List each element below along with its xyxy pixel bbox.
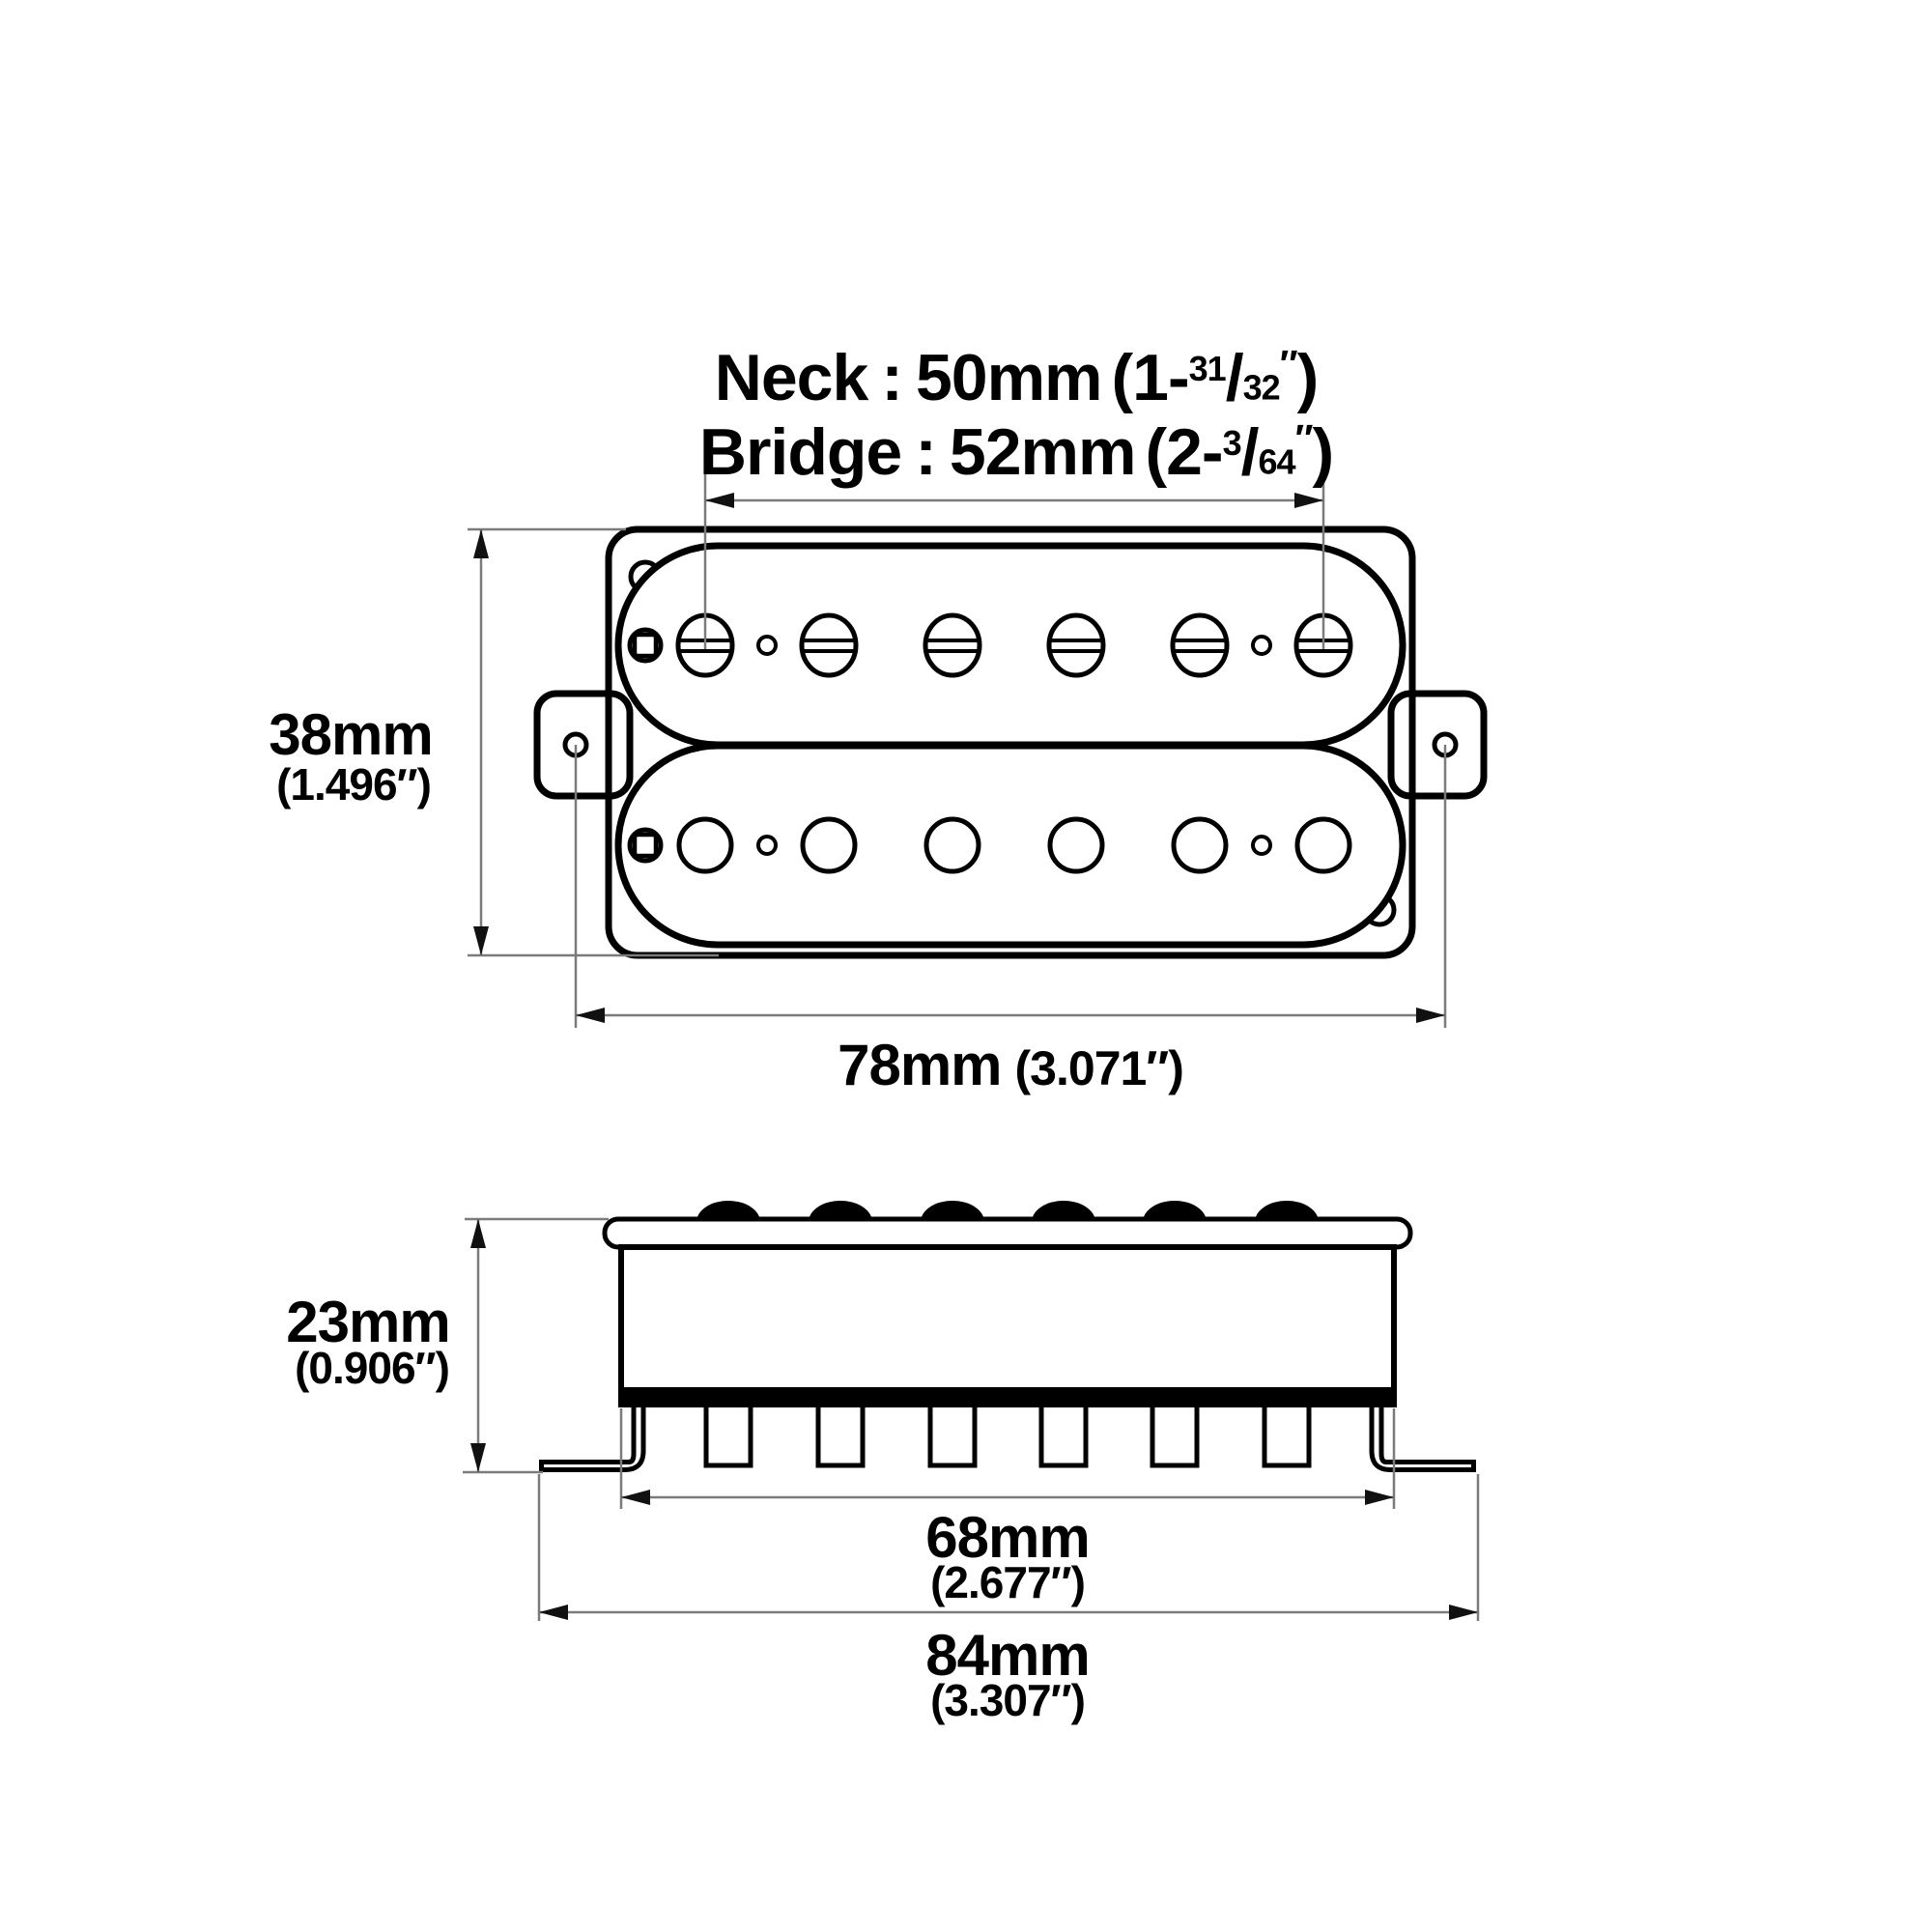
bridge-mm-value: 52mm (949, 415, 1137, 489)
neck-frac-slash: / (1225, 341, 1244, 414)
bridge-inch-mark: ″ (1294, 417, 1314, 461)
slug-pole-pieces (676, 816, 1352, 874)
coil-bobbin-bottom (614, 742, 1406, 949)
dim-38mm-label: 38mm (269, 702, 433, 767)
pickup-side-view (539, 1201, 1476, 1472)
mounting-flange-right (1369, 1399, 1476, 1472)
side-bobbin-body (618, 1244, 1397, 1393)
neck-label: Neck (714, 341, 869, 414)
bridge-frac-slash: / (1240, 415, 1260, 489)
dim-84mm-inches: (3.307″) (930, 1675, 1086, 1725)
coil-bottom-square-hole (632, 832, 659, 859)
bridge-paren-close: ) (1312, 415, 1334, 489)
dimension-lines (463, 437, 1480, 1621)
baseplate-outline (605, 526, 1416, 959)
coil-top-small-holes (756, 635, 1272, 656)
title-bridge-spacing: Bridge:52mm(2-3/64″) (699, 417, 1334, 485)
coil-top-square-hole (632, 632, 659, 659)
neck-inch-mark: ″ (1279, 343, 1298, 386)
colon-separator: : (881, 341, 903, 414)
neck-inch-whole: 1- (1132, 341, 1189, 414)
neck-paren-close: ) (1296, 341, 1320, 414)
coil-bottom-small-holes (756, 835, 1272, 856)
neck-frac-denominator: 32 (1242, 367, 1281, 408)
coil-bottom-square-hole-ring (627, 827, 664, 864)
dim-78mm-label: 78mm (838, 1033, 1002, 1097)
dim-68mm-label: 68mm (925, 1505, 1090, 1570)
bridge-frac-denominator: 64 (1258, 441, 1296, 482)
colon-separator: : (915, 415, 937, 489)
dim-78mm-label-row: 78mm(3.071″) (838, 1037, 1184, 1095)
coil-bobbin-top (614, 542, 1406, 749)
dim-78mm-inches: (3.071″) (1014, 1041, 1184, 1095)
dim-23mm-inches: (0.906″) (295, 1343, 450, 1393)
dim-38mm-inches: (1.496″) (276, 759, 432, 810)
side-baseplate-strip (618, 1388, 1397, 1407)
dim-84mm-label: 84mm (925, 1623, 1090, 1688)
bridge-label: Bridge (698, 415, 902, 489)
bridge-inch-whole: 2- (1166, 415, 1223, 489)
dim-68mm-inches: (2.677″) (930, 1557, 1086, 1607)
neck-mm-value: 50mm (915, 341, 1103, 414)
neck-frac-numerator: 31 (1188, 349, 1227, 389)
title-neck-spacing: Neck:50mm(1-31/32″) (715, 343, 1320, 411)
side-top-plate (602, 1216, 1413, 1250)
mounting-flange-left (539, 1399, 646, 1472)
dimension-arrowheads (470, 493, 1478, 1620)
coil-top-square-hole-ring (627, 627, 664, 664)
neck-paren-open: ( (1111, 341, 1134, 414)
bridge-frac-numerator: 3 (1222, 423, 1242, 464)
pickup-top-view (533, 526, 1488, 959)
bridge-paren-open: ( (1145, 415, 1167, 489)
dim-23mm-label: 23mm (286, 1290, 450, 1354)
pole-piece-legs (703, 1398, 1312, 1468)
